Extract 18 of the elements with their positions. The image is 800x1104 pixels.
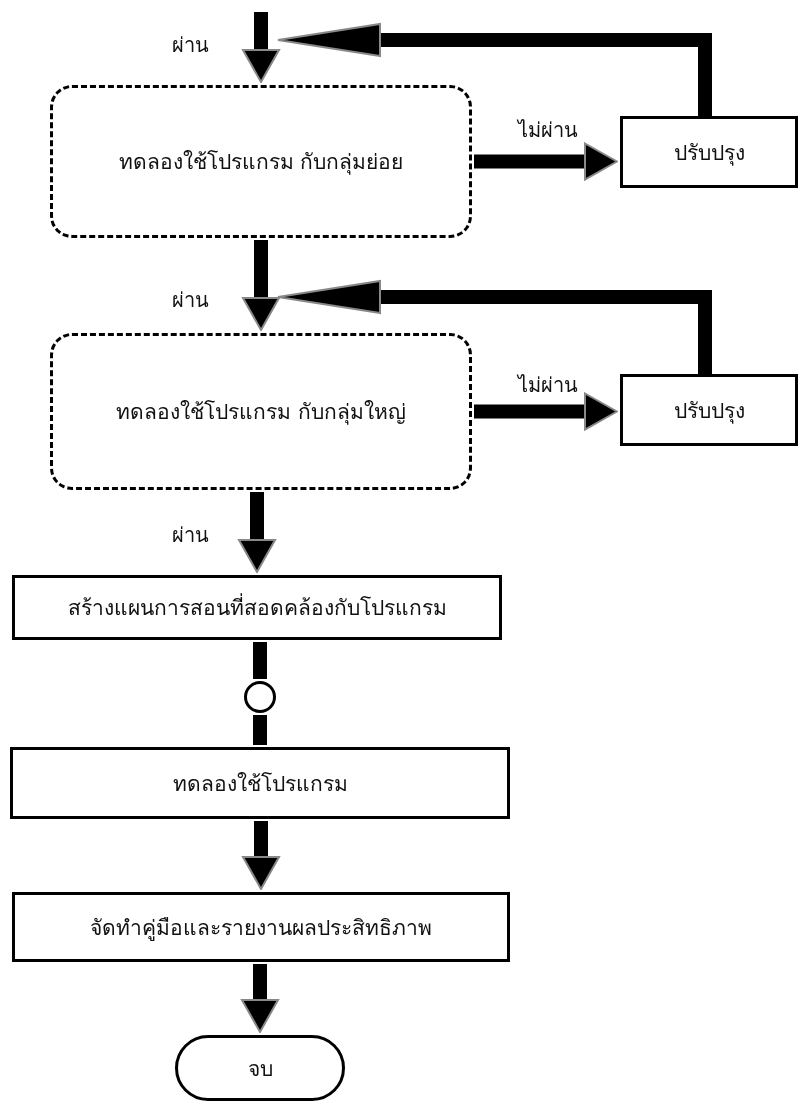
block-arrow: [242, 12, 280, 83]
process-box: จัดทำคู่มือและรายงานผลประสิทธิภาพ: [12, 892, 510, 962]
block-arrow: [242, 240, 280, 331]
block-arrow: [238, 492, 276, 573]
block-arrow: [242, 821, 280, 890]
block-arrow: [474, 142, 618, 181]
block-arrow: [277, 280, 712, 374]
block-arrow: [277, 23, 712, 116]
process-box: ทดลองใช้โปรแกรม กับกลุ่มย่อย: [50, 85, 472, 238]
block-arrow: [241, 964, 279, 1033]
block-arrow: [474, 392, 618, 431]
process-box: ปรับปรุง: [620, 374, 798, 446]
process-box: ทดลองใช้โปรแกรม: [10, 747, 510, 819]
process-box: สร้างแผนการสอนที่สอดคล้องกับโปรแกรม: [12, 575, 502, 640]
process-box: ทดลองใช้โปรแกรม กับกลุ่มใหญ่: [50, 333, 472, 490]
process-box: ปรับปรุง: [620, 116, 798, 188]
connector-circle: [244, 681, 276, 713]
terminal-shape: จบ: [175, 1035, 345, 1101]
